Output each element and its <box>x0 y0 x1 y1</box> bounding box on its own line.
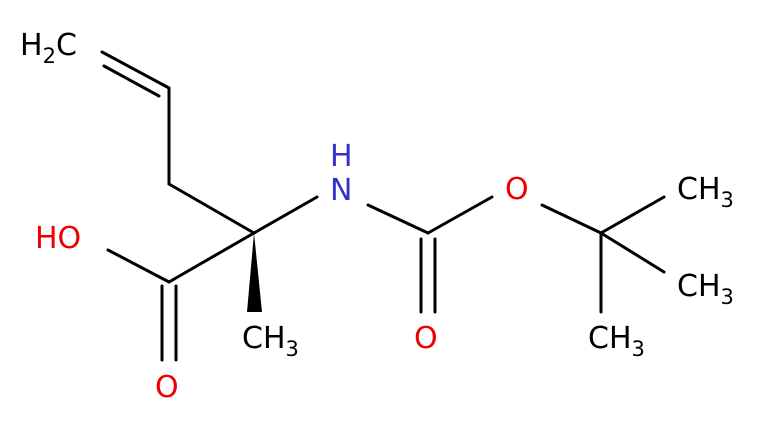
atom-label-methyl-alpha: CH3 <box>242 321 299 361</box>
atom-label-acid-carbonyl-oxygen: O <box>155 370 179 405</box>
bond-tert-c-to-methyl-1 <box>599 195 666 235</box>
bond-alpha-to-methyl-wedge <box>247 233 262 312</box>
bonds <box>100 50 666 362</box>
atom-label-methyl-1: CH3 <box>677 172 734 212</box>
bond-carboxyl-c-to-oh <box>106 248 171 284</box>
atom-label-carbamate-carbonyl-oxygen: O <box>414 321 438 356</box>
atom-label-methyl-3: CH3 <box>588 321 645 361</box>
atom-label-methyl-2: CH3 <box>677 269 734 309</box>
atom-labels: H2C HO H N O O O CH3 CH3 CH3 CH3 <box>20 28 734 405</box>
atom-label-amine-h: H <box>330 139 353 174</box>
bond-tert-c-to-methyl-2 <box>599 231 666 274</box>
atom-label-hydroxyl: HO <box>35 221 81 256</box>
atom-label-ester-oxygen: O <box>505 172 529 207</box>
bond-n-to-carbamate-c <box>366 203 430 235</box>
atom-label-amine-n: N <box>330 173 352 208</box>
atom-label-h2c: H2C <box>20 28 77 68</box>
bond-ester-o-to-tert-c <box>540 203 603 235</box>
bond-alpha-to-n <box>252 195 319 235</box>
bond-vinyl-double-inner <box>102 64 161 98</box>
bond-carbamate-c-to-ester-o <box>426 195 494 235</box>
bond-vinyl-double-outer <box>100 50 171 90</box>
bond-allyl-to-alpha <box>167 182 256 235</box>
bond-alpha-to-carboxyl-c <box>167 231 256 284</box>
